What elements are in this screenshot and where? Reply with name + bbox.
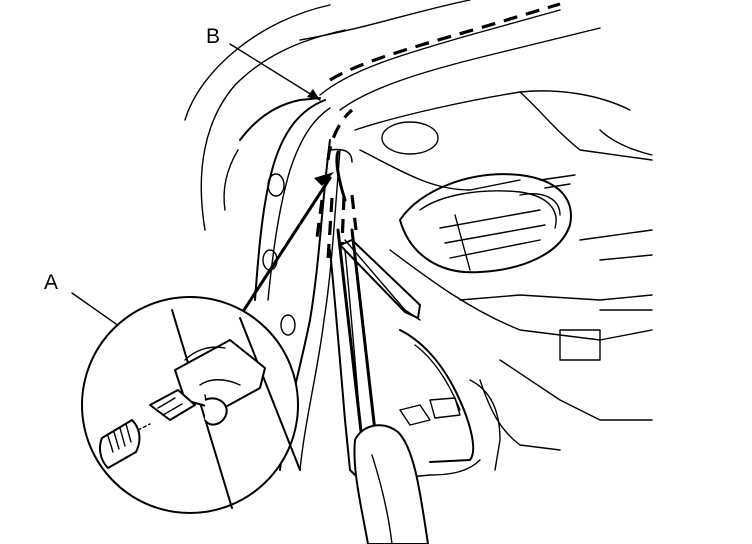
callout-label-a: A: [44, 271, 59, 294]
screwdriver-tool: [336, 228, 429, 544]
clip-location: [314, 148, 358, 261]
roof-trim: [299, 0, 601, 161]
callout-label-b: B: [206, 25, 221, 48]
callout-pointers: [71, 43, 334, 356]
dashboard: [354, 90, 653, 451]
detail-view: [81, 296, 301, 514]
